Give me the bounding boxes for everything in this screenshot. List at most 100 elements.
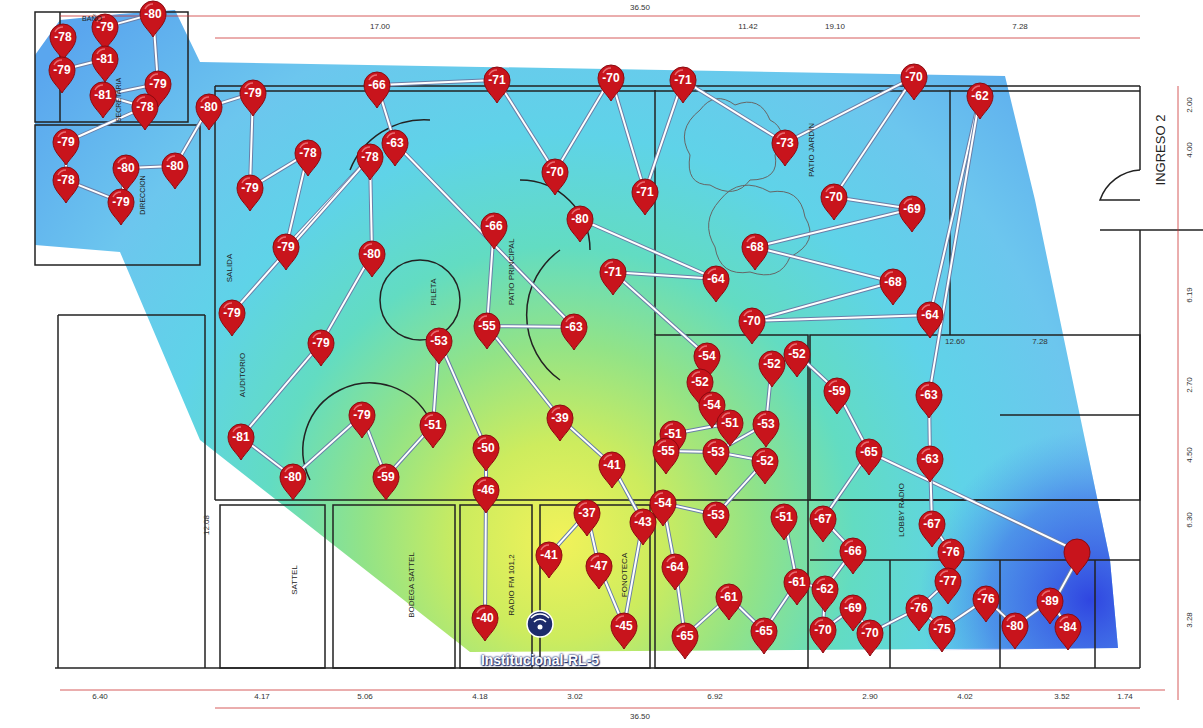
signal-value: -79 [347,401,377,422]
survey-path [807,363,828,382]
signal-pin: -80 [278,463,308,501]
survey-path [729,454,752,458]
dimension-lines [60,16,1178,708]
signal-pin: -41 [597,451,627,489]
signal-pin: -63 [559,313,589,351]
signal-value: -73 [770,129,800,150]
signal-value: -54 [648,489,678,510]
signal-value: -52 [757,350,787,371]
dimension: 17.00 [370,23,390,31]
survey-path [251,445,282,469]
survey-path [1026,609,1040,619]
room-name: PATIO JARDIN [808,123,816,177]
signal-pin: -78 [130,93,160,131]
dimension: 5.06 [357,693,373,701]
survey-path [768,250,881,279]
signal-pin: -80 [1000,612,1030,650]
signal-value: -53 [751,410,781,431]
survey-path [833,561,846,578]
signal-pin: -66 [479,212,509,250]
signal-pin: -46 [471,476,501,514]
weak-signal-area [820,76,1118,652]
signal-value: -62 [810,575,840,596]
signal-pin: -78 [355,143,385,181]
signal-value: -69 [838,594,868,615]
signal-pin: -70 [819,183,849,221]
signal-value: -80 [194,93,224,114]
signal-pin: -65 [749,617,779,655]
room-name: INGRESO 2 [1154,115,1167,186]
signal-value: -67 [808,505,838,526]
survey-path [933,109,977,303]
signal-value: -70 [899,63,929,84]
signal-pin: -59 [822,377,852,415]
signal-pin: -45 [609,612,639,650]
dimension: 12.60 [945,338,965,346]
signal-value: -51 [769,503,799,524]
signal-pin: -63 [914,381,944,419]
signal-value: -80 [111,154,141,175]
dimension: 3.52 [1054,693,1070,701]
signal-pin: -51 [418,411,448,449]
signal-pin: -79 [271,233,301,271]
signal-value: -41 [597,451,627,472]
signal-value: -51 [658,420,688,441]
survey-path [695,606,720,628]
signal-pin: -70 [855,619,885,657]
signal-value: -70 [808,616,838,637]
survey-path [495,336,552,408]
dimension: 3.28 [1186,612,1194,628]
signal-pin: -79 [51,128,81,166]
signal-pin: -71 [482,66,512,104]
survey-path [618,476,637,510]
signal-pin: -70 [899,63,929,101]
survey-path [558,523,579,546]
signal-value: -80 [1000,612,1030,633]
signal-value: -45 [609,612,639,633]
signal-pin: -53 [701,438,731,476]
room-name: SECRETARIA [115,78,122,122]
dimension: 4.18 [472,693,488,701]
signal-pin: -50 [471,434,501,472]
signal-value: -81 [88,81,118,102]
signal-value: -37 [572,499,602,520]
dimension: 36.50 [630,713,650,721]
signal-pin: -63 [380,129,410,167]
signal-pin: -40 [470,604,500,642]
room-name: FONOTECA [621,553,629,597]
survey-path [261,160,297,182]
room-name: BAÑO [82,15,102,22]
signal-value: -80 [357,240,387,261]
walls [35,12,1203,668]
dimension: 19.10 [825,23,845,31]
signal-value: -71 [482,66,512,87]
signal-value: -78 [48,23,78,44]
dimension: 6.19 [1186,287,1194,303]
signal-value: -70 [819,183,849,204]
signal-value: -70 [596,64,626,85]
signal-pin: -61 [714,583,744,621]
room-name: PILETA [430,279,438,306]
survey-path [327,265,365,331]
survey-path [996,608,1006,617]
signal-pin: -84 [1053,613,1083,651]
signal-value: -55 [651,437,681,458]
room-name: PATIO PRINCIPAL [508,239,516,306]
signal-pin: -78 [51,166,81,204]
signal-value: -76 [936,538,966,559]
signal-pin: -62 [810,575,840,613]
signal-pin: -53 [424,327,454,365]
signal-pin: -65 [854,438,884,476]
access-point-icon [527,611,553,637]
signal-pin: -71 [668,66,698,104]
dimension: 6.92 [707,693,723,701]
survey-path [303,424,353,469]
dimension: 12.08 [203,515,211,535]
signal-pin: -81 [90,45,120,83]
survey-path [882,614,908,627]
signal-value: -75 [927,615,957,636]
survey-path [841,88,907,186]
signal-pin: -68 [878,268,908,306]
signal-value: -89 [1035,587,1065,608]
survey-path [738,606,754,622]
